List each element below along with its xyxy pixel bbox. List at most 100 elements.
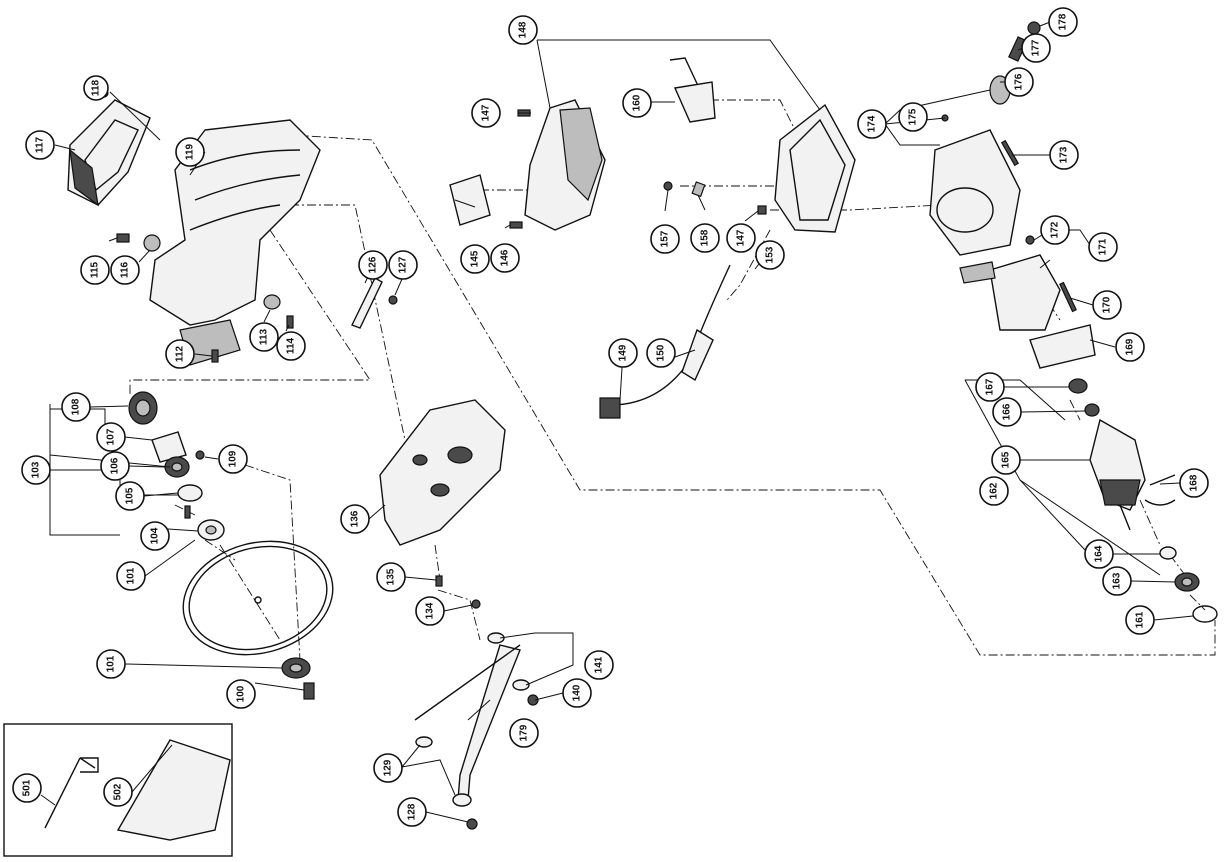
screw-128 (466, 818, 478, 830)
callout-label: 147 (481, 104, 492, 121)
callout-100: 100 (226, 679, 256, 709)
label-145 (449, 174, 491, 226)
callout-label: 100 (236, 685, 247, 702)
callout-150: 150 (646, 338, 676, 368)
callout-117: 117 (25, 130, 55, 160)
saw-blade (182, 540, 334, 656)
screw-172 (1025, 235, 1035, 245)
link-126 (351, 277, 383, 329)
callout-label: 171 (1098, 238, 1109, 255)
callout-113: 113 (249, 322, 279, 352)
callout-145: 145 (460, 244, 490, 274)
callout-label: 161 (1135, 611, 1146, 628)
spring-134 (471, 599, 481, 609)
callout-126: 126 (358, 250, 388, 280)
callout-108: 108 (61, 392, 91, 422)
retaining-ring-161 (1192, 605, 1218, 623)
callout-label: 101 (106, 655, 117, 672)
callout-146: 146 (490, 243, 520, 273)
callout-label: 165 (1001, 451, 1012, 468)
callout-167: 167 (975, 372, 1005, 402)
callout-label: 167 (985, 378, 996, 395)
screw-112 (211, 349, 219, 363)
callout-160: 160 (622, 88, 652, 118)
callout-label: 140 (572, 684, 583, 701)
callout-label: 105 (125, 487, 136, 504)
callout-147-left: 147 (471, 98, 501, 128)
callout-label: 148 (518, 21, 529, 38)
callout-176: 176 (1004, 67, 1034, 97)
callout-label: 117 (35, 136, 46, 153)
callout-129: 129 (373, 753, 403, 783)
callout-label: 170 (1102, 296, 1113, 313)
callout-174: 174 (857, 109, 887, 139)
armature-165 (1089, 418, 1146, 531)
flange-105 (177, 484, 203, 502)
screw-146 (509, 221, 523, 229)
callout-106: 106 (100, 451, 130, 481)
washer-101-upper (197, 519, 225, 541)
callout-label: 150 (656, 344, 667, 361)
callout-158: 158 (690, 223, 720, 253)
brush-holder-160 (669, 57, 716, 123)
callout-label: 113 (259, 328, 270, 345)
callout-label: 141 (594, 656, 605, 673)
screw-114 (286, 315, 294, 329)
callout-105: 105 (115, 481, 145, 511)
screw-157 (663, 181, 673, 191)
bearing-106 (164, 456, 190, 478)
leader-lines (40, 21, 1194, 823)
callout-label: 158 (700, 229, 711, 246)
callout-164: 164 (1084, 539, 1114, 569)
screw-147-right (757, 205, 767, 215)
clip-168 (1144, 474, 1176, 506)
callout-166: 166 (992, 397, 1022, 427)
callout-label: 114 (286, 337, 297, 354)
handle-grip-117 (67, 99, 151, 207)
callout-109: 109 (218, 444, 248, 474)
callout-label: 126 (368, 256, 379, 273)
screw-127 (388, 295, 398, 305)
callout-140: 140 (562, 678, 592, 708)
callout-135: 135 (376, 562, 406, 592)
callout-label: 175 (908, 108, 919, 125)
callout-173: 173 (1049, 140, 1079, 170)
callout-label: 136 (350, 510, 361, 527)
washer-164 (1159, 546, 1177, 560)
callout-162: 162 (979, 476, 1009, 506)
callout-169: 169 (1115, 332, 1145, 362)
callout-label: 173 (1059, 146, 1070, 163)
callout-502: 502 (103, 777, 133, 807)
callout-170: 170 (1092, 290, 1122, 320)
callout-label: 101 (126, 567, 137, 584)
screw-135 (435, 575, 443, 587)
motor-housing-plate (774, 103, 856, 233)
lower-blade-guard-136 (379, 399, 506, 546)
callout-136: 136 (340, 504, 370, 534)
washer-113 (263, 294, 281, 310)
callout-label: 149 (618, 344, 629, 361)
callout-148: 148 (508, 15, 538, 45)
callout-label: 168 (1189, 474, 1200, 491)
callout-161: 161 (1125, 605, 1155, 635)
key-104 (184, 505, 191, 519)
callout-label: 118 (91, 79, 102, 96)
callout-127: 127 (388, 250, 418, 280)
callout-177: 177 (1021, 33, 1051, 63)
cord-149-150 (599, 264, 731, 419)
handle-cover-148 (524, 99, 606, 231)
callout-147-right: 147 (726, 223, 756, 253)
callout-label: 109 (228, 450, 239, 467)
callout-label: 162 (989, 482, 1000, 499)
washer-101-lower (281, 657, 311, 679)
callout-101-upper: 101 (116, 561, 146, 591)
callout-149: 149 (608, 338, 638, 368)
callout-label: 160 (632, 94, 643, 111)
callout-label: 112 (175, 345, 186, 362)
callout-label: 107 (106, 428, 117, 445)
callout-label: 147 (736, 229, 747, 246)
callout-101-lower: 101 (96, 649, 126, 679)
callout-label: 145 (470, 250, 481, 267)
bearing-167 (1068, 378, 1088, 394)
